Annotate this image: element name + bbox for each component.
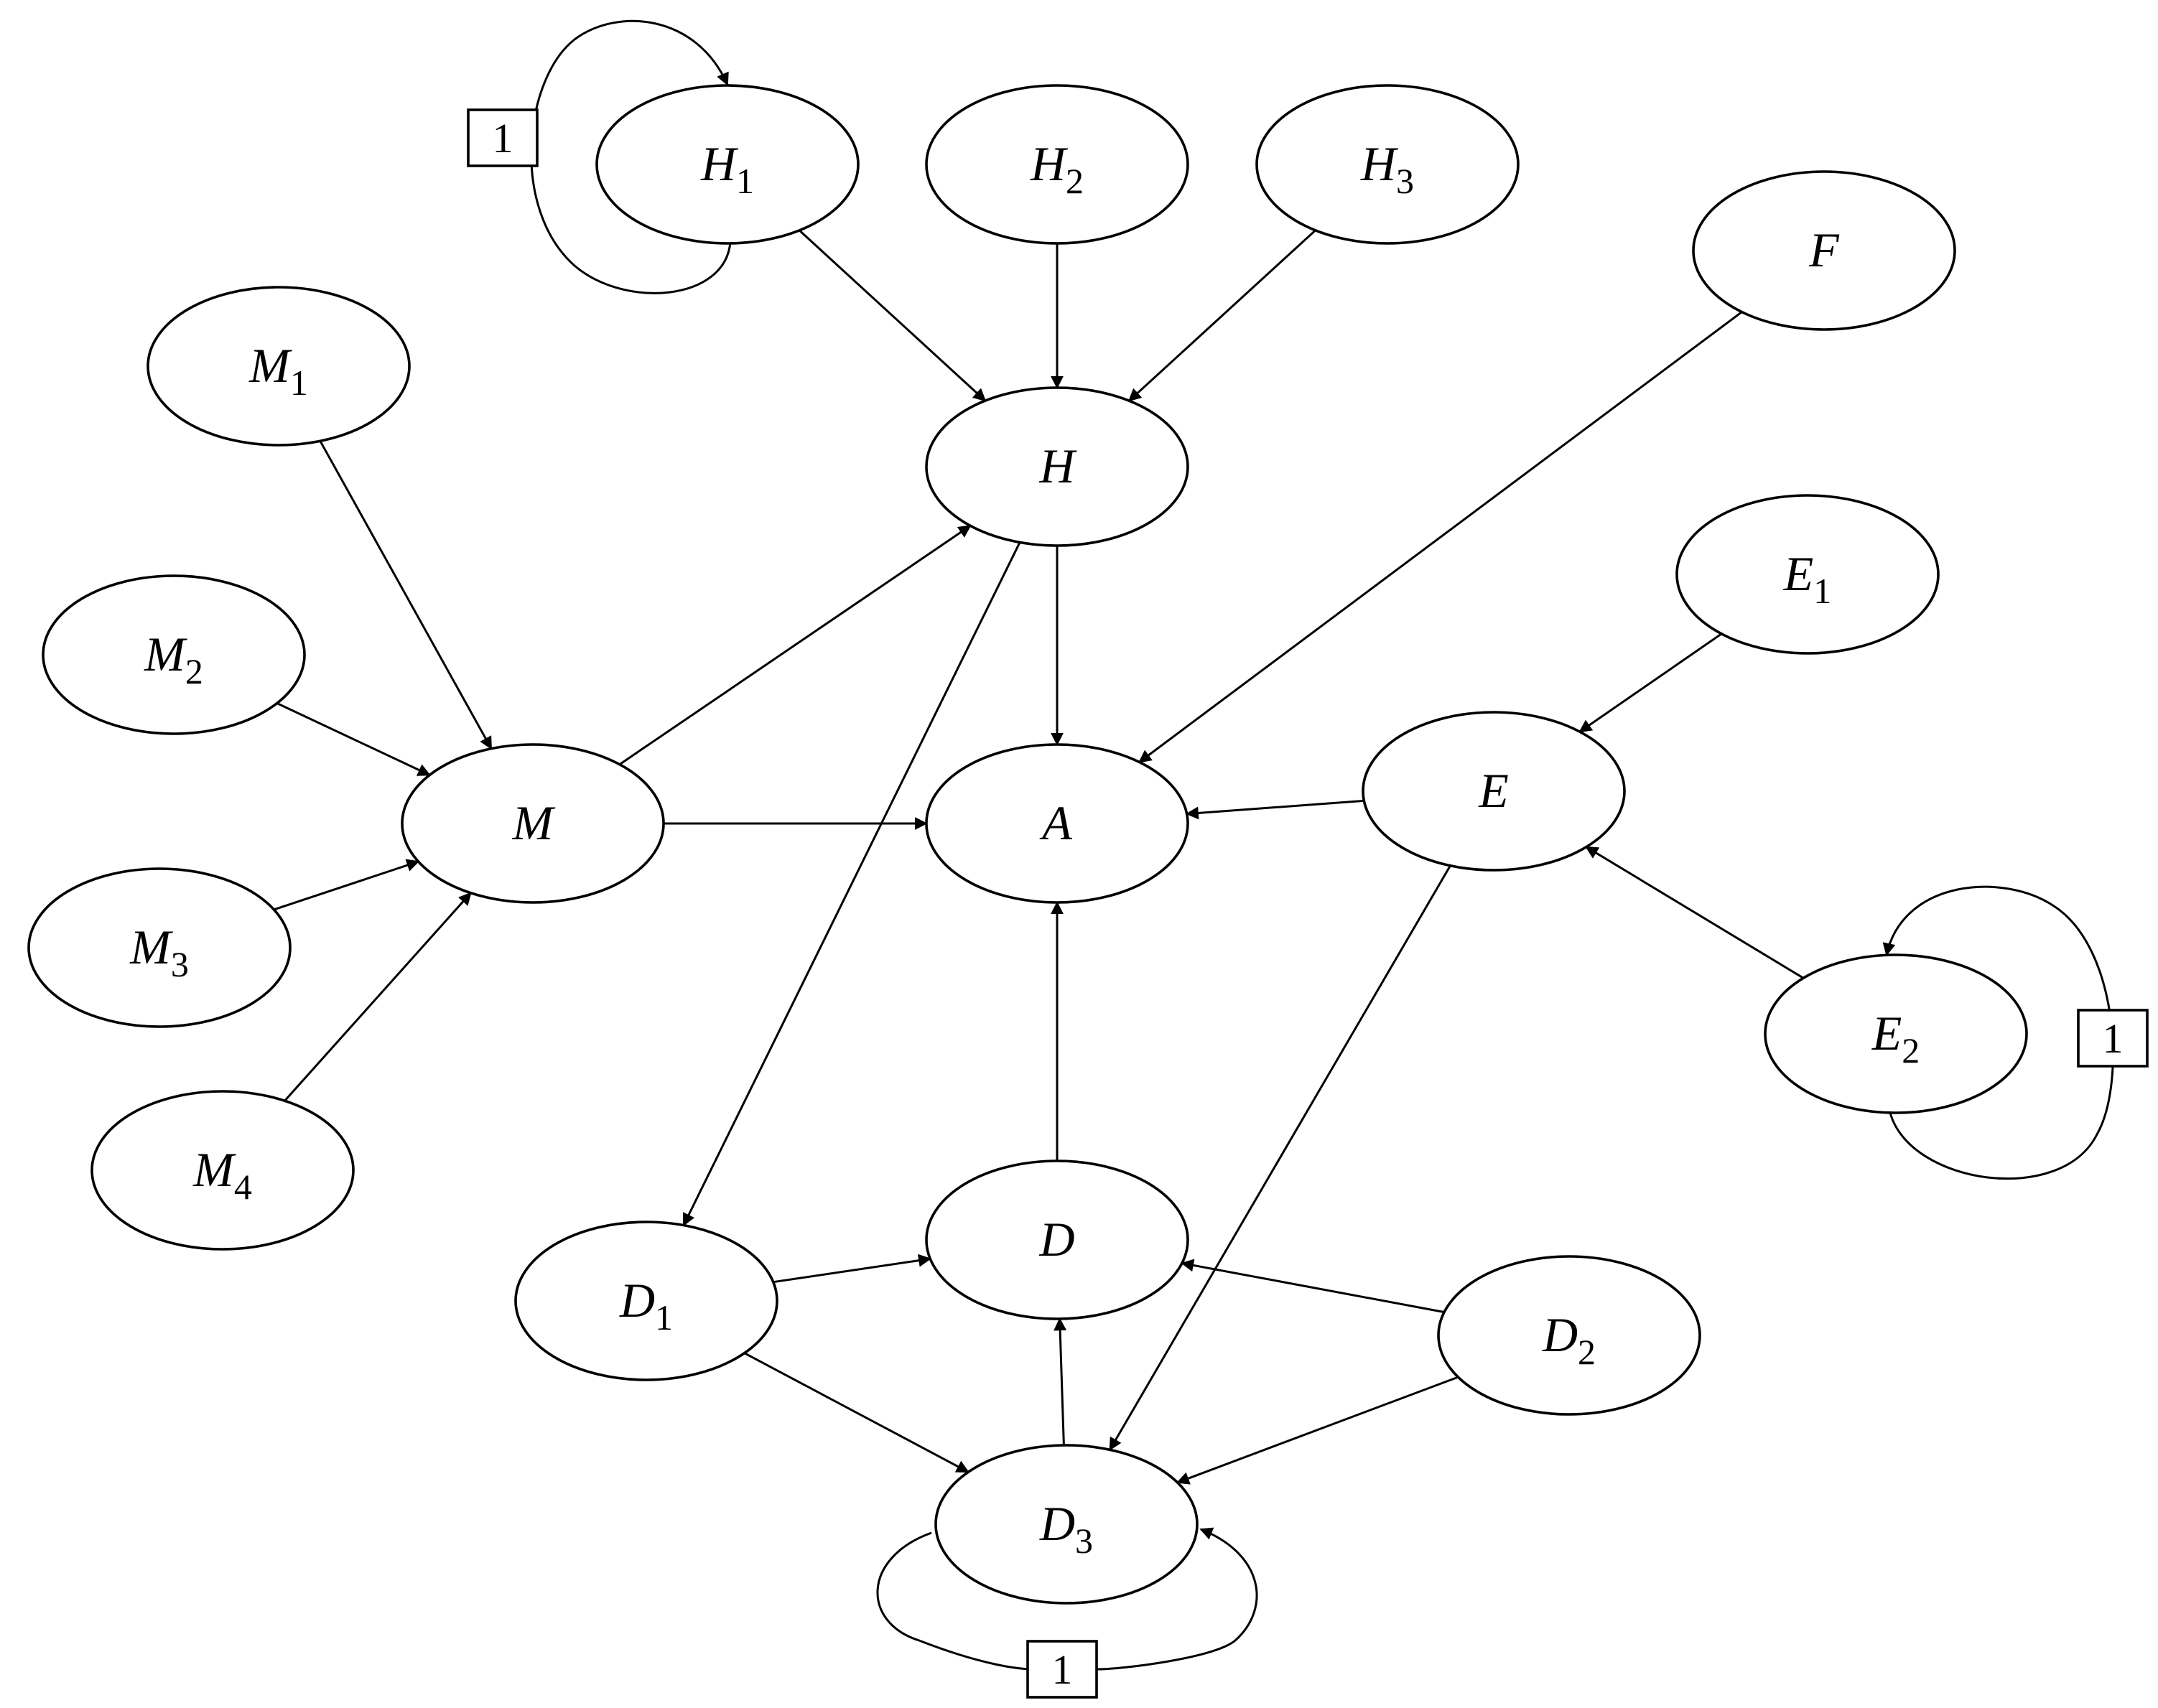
node-ellipse	[27, 867, 292, 1028]
node-m2: M2	[42, 574, 306, 735]
node-ellipse	[1764, 953, 2028, 1114]
node-label: M1	[248, 338, 308, 403]
edge-e1-to-e	[1578, 633, 1723, 733]
edge-h-to-d1	[682, 541, 1021, 1227]
edge-f-to-a	[1138, 311, 1743, 763]
edge-h1-to-h	[799, 229, 987, 402]
node-ellipse	[514, 1221, 778, 1381]
node-label: D2	[1542, 1307, 1596, 1372]
node-d1: D1	[514, 1221, 778, 1381]
node-label: H2	[1030, 136, 1084, 201]
node-ellipse	[1362, 711, 1626, 872]
node-ellipse	[146, 286, 411, 447]
self-loop-h1: 1	[467, 19, 732, 294]
node-label: M3	[129, 920, 189, 984]
node-label: E2	[1871, 1006, 1920, 1070]
edge-e-to-d3	[1109, 865, 1451, 1451]
node-m3: M3	[27, 867, 292, 1028]
self-loop-d3: 1	[876, 1527, 1258, 1699]
node-ellipse	[90, 1090, 355, 1251]
node-d: D	[925, 1159, 1189, 1320]
self-loops-layer: 1 1 1	[467, 19, 2149, 1699]
node-ellipse	[1437, 1255, 1701, 1416]
node-e1: E1	[1675, 494, 1940, 655]
node-ellipse	[925, 743, 1189, 904]
edge-m-to-h	[618, 525, 972, 765]
node-ellipse	[925, 1159, 1189, 1320]
edge-d1-to-d3	[743, 1352, 969, 1473]
node-ellipse	[934, 1444, 1199, 1605]
node-h: H	[925, 386, 1189, 547]
edges-layer	[273, 229, 1804, 1485]
node-ellipse	[925, 386, 1189, 547]
node-label: E1	[1783, 546, 1832, 611]
node-label: H	[1038, 439, 1077, 493]
edge-d1-to-d	[773, 1254, 932, 1284]
edge-d3-to-d	[1054, 1317, 1067, 1446]
edge-e-to-a	[1185, 799, 1364, 820]
weight-box	[1026, 1640, 1098, 1699]
node-label: A	[1039, 795, 1072, 850]
self-loop-e2: 1	[1882, 885, 2149, 1180]
edge-h3-to-h	[1127, 229, 1316, 402]
node-ellipse	[595, 84, 860, 245]
edge-m4-to-m	[284, 892, 472, 1102]
node-m1: M1	[146, 286, 411, 447]
node-m4: M4	[90, 1090, 355, 1251]
node-ellipse	[401, 743, 665, 904]
edge-m2-to-m	[276, 702, 431, 776]
node-d2: D2	[1437, 1255, 1701, 1416]
node-label: D1	[619, 1273, 673, 1338]
node-m: M	[401, 743, 665, 904]
node-f: F	[1692, 170, 1956, 331]
node-ellipse	[925, 84, 1189, 245]
node-ellipse	[1675, 494, 1940, 655]
edge-m3-to-m	[273, 859, 420, 911]
node-label: E	[1478, 763, 1509, 818]
node-label: M4	[192, 1142, 252, 1207]
edge-d2-to-d3	[1176, 1376, 1459, 1485]
edge-e2-to-e	[1585, 846, 1804, 979]
weight-label: 1	[493, 115, 513, 162]
node-label: H1	[700, 136, 754, 201]
node-e2: E2	[1764, 953, 2028, 1114]
node-e: E	[1362, 711, 1626, 872]
node-label: M2	[144, 627, 203, 691]
node-label: M	[512, 795, 556, 850]
node-h2: H2	[925, 84, 1189, 245]
node-ellipse	[1692, 170, 1956, 331]
weight-label: 1	[2103, 1015, 2124, 1062]
node-label: H3	[1360, 136, 1414, 201]
edge-d2-to-d	[1181, 1259, 1445, 1314]
weight-box	[467, 108, 539, 167]
node-label: D3	[1039, 1496, 1093, 1561]
edge-m1-to-m	[319, 440, 493, 750]
self-loop-arc	[876, 1527, 1258, 1671]
node-label: F	[1808, 223, 1840, 277]
weight-box	[2077, 1009, 2149, 1068]
node-label: D	[1038, 1212, 1074, 1266]
node-ellipse	[42, 574, 306, 735]
node-ellipse	[1255, 84, 1520, 245]
node-h3: H3	[1255, 84, 1520, 245]
node-d3: D3	[934, 1444, 1199, 1605]
node-a: A	[925, 743, 1189, 904]
node-h1: H1	[595, 84, 860, 245]
weight-label: 1	[1052, 1646, 1073, 1693]
